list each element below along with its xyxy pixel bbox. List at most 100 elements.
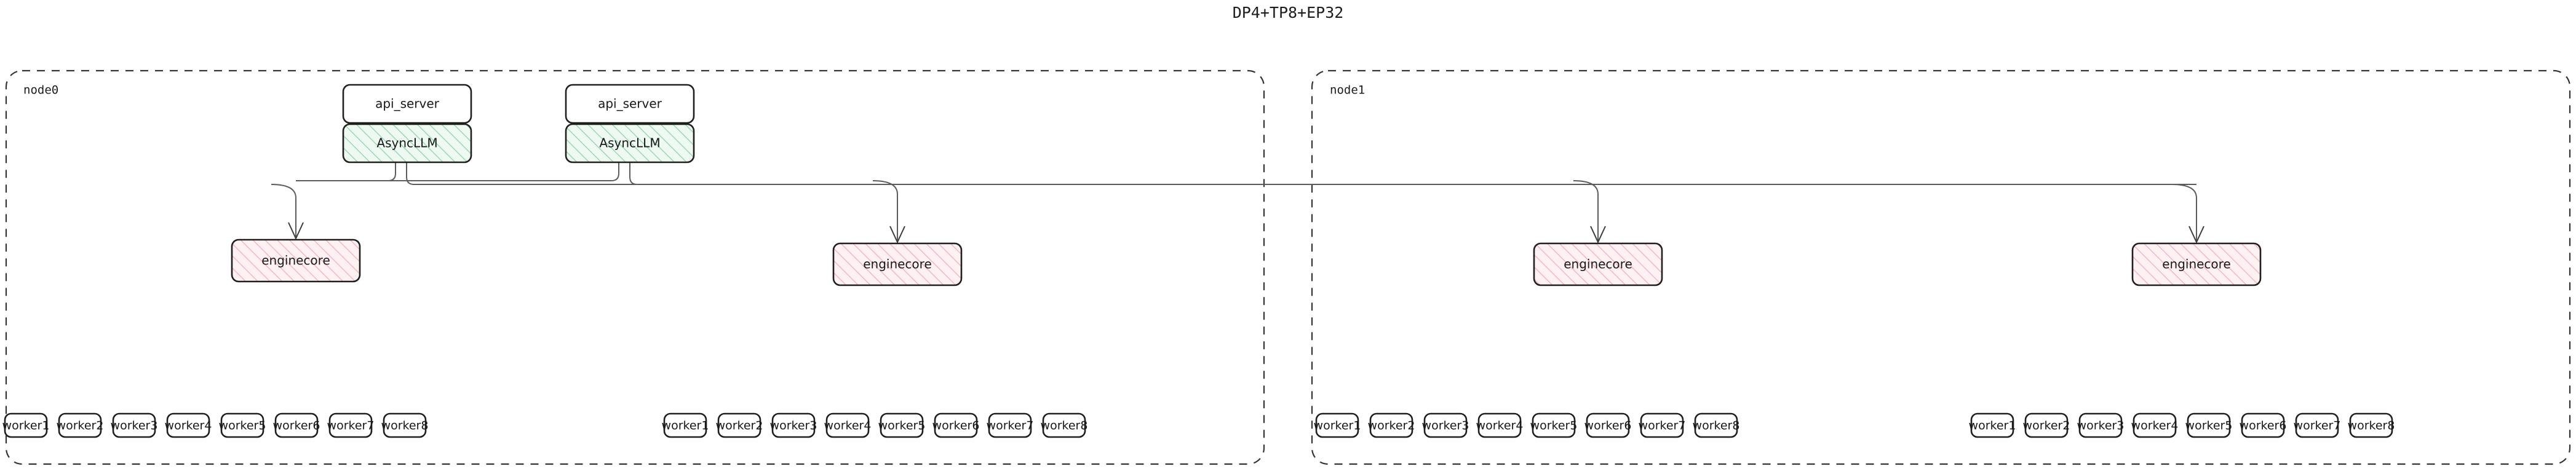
worker-rect[interactable] bbox=[1042, 412, 1086, 438]
worker-box[interactable]: worker7 bbox=[1639, 412, 1686, 438]
worker-label: worker3 bbox=[770, 419, 817, 433]
worker-box[interactable]: worker8 bbox=[2348, 412, 2395, 438]
enginecore-1[interactable]: enginecore bbox=[832, 242, 963, 286]
worker-label: worker2 bbox=[1368, 419, 1415, 433]
api-server-0[interactable]: api_server bbox=[342, 84, 472, 124]
worker-rect[interactable] bbox=[2078, 412, 2123, 438]
worker-box[interactable]: worker2 bbox=[2023, 412, 2070, 438]
worker-rect[interactable] bbox=[988, 412, 1032, 438]
worker-box[interactable]: worker7 bbox=[2294, 412, 2341, 438]
worker-box[interactable]: worker3 bbox=[1422, 412, 1469, 438]
worker-box[interactable]: worker5 bbox=[878, 412, 926, 438]
worker-rect[interactable] bbox=[1970, 412, 2014, 438]
worker-rect[interactable] bbox=[4, 412, 48, 438]
worker-rect[interactable] bbox=[2295, 412, 2339, 438]
worker-rect[interactable] bbox=[1640, 412, 1684, 438]
worker-label: worker4 bbox=[2131, 419, 2179, 433]
worker-rect[interactable] bbox=[1532, 412, 1576, 438]
worker-rect[interactable] bbox=[328, 412, 373, 438]
worker-rect[interactable] bbox=[2187, 412, 2231, 438]
worker-box[interactable]: worker5 bbox=[2185, 412, 2233, 438]
worker-box[interactable]: worker8 bbox=[1041, 412, 1088, 438]
worker-box[interactable]: worker8 bbox=[381, 412, 429, 438]
worker-box[interactable]: worker1 bbox=[662, 412, 709, 438]
worker-box[interactable]: worker5 bbox=[219, 412, 266, 438]
worker-rect[interactable] bbox=[825, 412, 870, 438]
worker-box[interactable]: worker2 bbox=[716, 412, 763, 438]
worker-rect[interactable] bbox=[58, 412, 102, 438]
worker-group-node0-engine0-workers: worker1 worker2 worker3 worker4 worker5 worke… bbox=[2, 412, 429, 438]
worker-rect[interactable] bbox=[2024, 412, 2069, 438]
api-server-0-label: api_server bbox=[375, 97, 440, 111]
worker-rect[interactable] bbox=[383, 412, 427, 438]
asyncllm-0[interactable]: AsyncLLM bbox=[342, 123, 472, 164]
worker-rect[interactable] bbox=[663, 412, 707, 438]
worker-box[interactable]: worker3 bbox=[2077, 412, 2125, 438]
asyncllm-0-rect[interactable] bbox=[342, 123, 472, 164]
worker-box[interactable]: worker8 bbox=[1693, 412, 1740, 438]
worker-rect[interactable] bbox=[880, 412, 924, 438]
edge-drop-1 bbox=[872, 180, 898, 242]
worker-rect[interactable] bbox=[1315, 412, 1359, 438]
worker-box[interactable]: worker4 bbox=[824, 412, 872, 438]
worker-box[interactable]: worker6 bbox=[273, 412, 320, 438]
worker-rect[interactable] bbox=[2133, 412, 2177, 438]
worker-rect[interactable] bbox=[1586, 412, 1630, 438]
worker-box[interactable]: worker6 bbox=[2240, 412, 2287, 438]
worker-label: worker5 bbox=[878, 419, 926, 433]
worker-box[interactable]: worker3 bbox=[111, 412, 158, 438]
worker-rect[interactable] bbox=[717, 412, 761, 438]
asyncllm-1-rect[interactable] bbox=[565, 123, 695, 164]
worker-rect[interactable] bbox=[2349, 412, 2393, 438]
worker-label: worker8 bbox=[381, 419, 429, 433]
enginecore-0-rect[interactable] bbox=[231, 238, 361, 283]
asyncllm-1[interactable]: AsyncLLM bbox=[565, 123, 695, 164]
worker-box[interactable]: worker7 bbox=[327, 412, 375, 438]
worker-rect[interactable] bbox=[771, 412, 816, 438]
worker-box[interactable]: worker3 bbox=[770, 412, 817, 438]
worker-rect[interactable] bbox=[166, 412, 210, 438]
worker-box[interactable]: worker1 bbox=[2, 412, 50, 438]
worker-box[interactable]: worker4 bbox=[165, 412, 212, 438]
api-server-1-rect[interactable] bbox=[565, 84, 695, 124]
worker-box[interactable]: worker7 bbox=[987, 412, 1034, 438]
worker-box[interactable]: worker6 bbox=[1584, 412, 1632, 438]
enginecore-3-rect[interactable] bbox=[2131, 242, 2262, 286]
worker-box[interactable]: worker1 bbox=[1969, 412, 2016, 438]
worker-rect[interactable] bbox=[2241, 412, 2285, 438]
worker-label: worker5 bbox=[1530, 419, 1578, 433]
edge-asyncllm-to-enginecore-0 bbox=[296, 162, 396, 181]
worker-rect[interactable] bbox=[1694, 412, 1738, 438]
workers-group: worker1 worker2 worker3 worker4 worker5 worke… bbox=[2, 412, 2395, 438]
worker-box[interactable]: worker2 bbox=[1368, 412, 1415, 438]
worker-rect[interactable] bbox=[1369, 412, 1413, 438]
worker-box[interactable]: worker2 bbox=[57, 412, 104, 438]
worker-rect[interactable] bbox=[1477, 412, 1522, 438]
worker-rect[interactable] bbox=[220, 412, 264, 438]
worker-rect[interactable] bbox=[1423, 412, 1468, 438]
enginecore-3[interactable]: enginecore bbox=[2131, 242, 2262, 286]
worker-rect[interactable] bbox=[274, 412, 319, 438]
worker-group-node0-engine1-workers: worker1 worker2 worker3 worker4 worker5 worke… bbox=[662, 412, 1088, 438]
worker-box[interactable]: worker1 bbox=[1314, 412, 1361, 438]
worker-box[interactable]: worker6 bbox=[932, 412, 980, 438]
worker-label: worker2 bbox=[57, 419, 104, 433]
cluster-label-node0: node0 bbox=[23, 84, 58, 97]
enginecore-2-rect[interactable] bbox=[1533, 242, 1663, 286]
worker-label: worker8 bbox=[1041, 419, 1088, 433]
worker-label: worker1 bbox=[1969, 419, 2016, 433]
enginecore-1-rect[interactable] bbox=[832, 242, 963, 286]
edge-drop-0 bbox=[271, 184, 296, 238]
enginecore-2[interactable]: enginecore bbox=[1533, 242, 1663, 286]
api-server-0-rect[interactable] bbox=[342, 84, 472, 124]
asyncllm-0-label: AsyncLLM bbox=[376, 136, 437, 151]
worker-box[interactable]: worker4 bbox=[1476, 412, 1524, 438]
page-title: DP4+TP8+EP32 bbox=[1233, 4, 1344, 22]
enginecore-0[interactable]: enginecore bbox=[231, 238, 361, 283]
api-server-1[interactable]: api_server bbox=[565, 84, 695, 124]
worker-box[interactable]: worker4 bbox=[2131, 412, 2179, 438]
worker-rect[interactable] bbox=[112, 412, 156, 438]
worker-box[interactable]: worker5 bbox=[1530, 412, 1578, 438]
worker-rect[interactable] bbox=[934, 412, 978, 438]
